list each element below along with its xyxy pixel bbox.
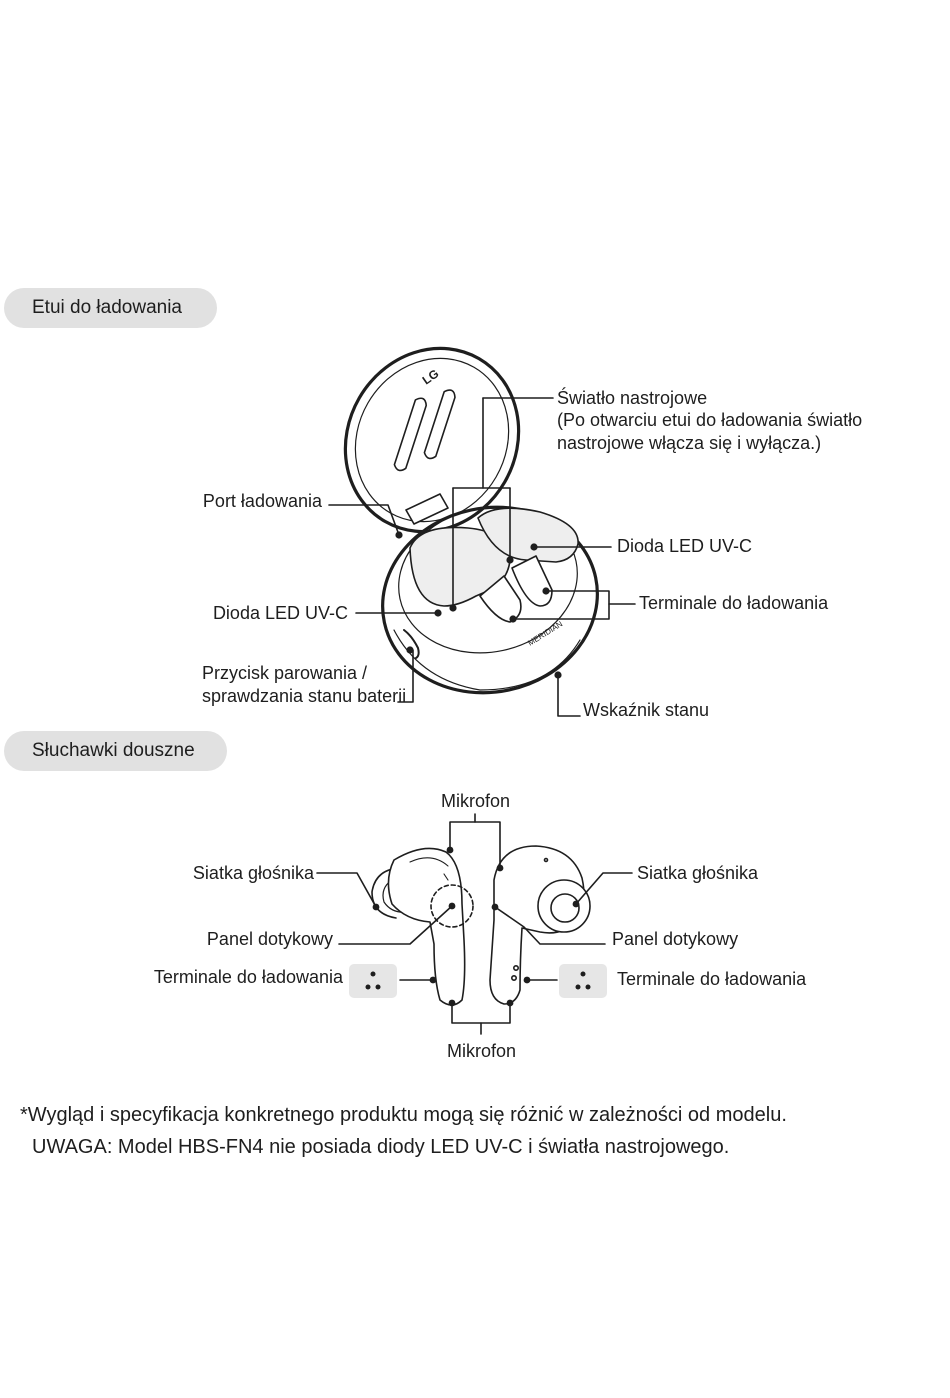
right-earbud xyxy=(489,845,591,1005)
speaker-mesh-right-label: Siatka głośnika xyxy=(637,863,759,883)
warning-note: UWAGA: Model HBS-FN4 nie posiada diody L… xyxy=(32,1136,730,1158)
meridian-logo: MERIDIAN xyxy=(526,619,564,647)
pairing-button-label-line-2: sprawdzania stanu baterii xyxy=(202,686,407,706)
touch-panel-right-label: Panel dotykowy xyxy=(612,929,739,949)
disclaimer-note: *Wygląd i specyfikacja konkretnego produ… xyxy=(20,1104,787,1126)
terminals-left-label: Terminale do ładowania xyxy=(153,967,343,987)
speaker-mesh-left-label: Siatka głośnika xyxy=(192,863,314,883)
case-hinge xyxy=(405,493,449,525)
terminals-right-label: Terminale do ładowania xyxy=(617,969,807,989)
touch-panel-left-label: Panel dotykowy xyxy=(206,929,333,949)
mood-light-label: Światło nastrojowe xyxy=(557,388,708,408)
mood-light-note-line-2: nastrojowe włącza się i wyłącza.) xyxy=(557,433,822,453)
uvc-led-left-label: Dioda LED UV-C xyxy=(212,603,348,623)
mood-light-note-line-1: (Po otwarciu etui do ładowania światło xyxy=(557,410,863,430)
earbuds-in-case xyxy=(409,507,579,623)
charging-terminals-label: Terminale do ładowania xyxy=(639,593,829,613)
lg-logo: LG xyxy=(420,366,442,387)
earbuds-section-title: Słuchawki douszne xyxy=(4,731,227,771)
pairing-button xyxy=(403,629,420,659)
mic-bottom-label: Mikrofon xyxy=(447,1041,517,1061)
uvc-led-right-label: Dioda LED UV-C xyxy=(617,536,753,556)
terminals-chip-right xyxy=(559,964,607,998)
terminals-chip-left xyxy=(349,964,397,998)
case-base xyxy=(381,505,599,695)
case-section-title: Etui do ładowania xyxy=(4,288,217,328)
case-lid xyxy=(343,346,521,534)
mic-top-label: Mikrofon xyxy=(441,791,511,811)
charging-port-label: Port ładowania xyxy=(202,491,322,511)
status-indicator-label: Wskaźnik stanu xyxy=(583,700,710,720)
pairing-button-label-line-1: Przycisk parowania / xyxy=(202,663,368,683)
